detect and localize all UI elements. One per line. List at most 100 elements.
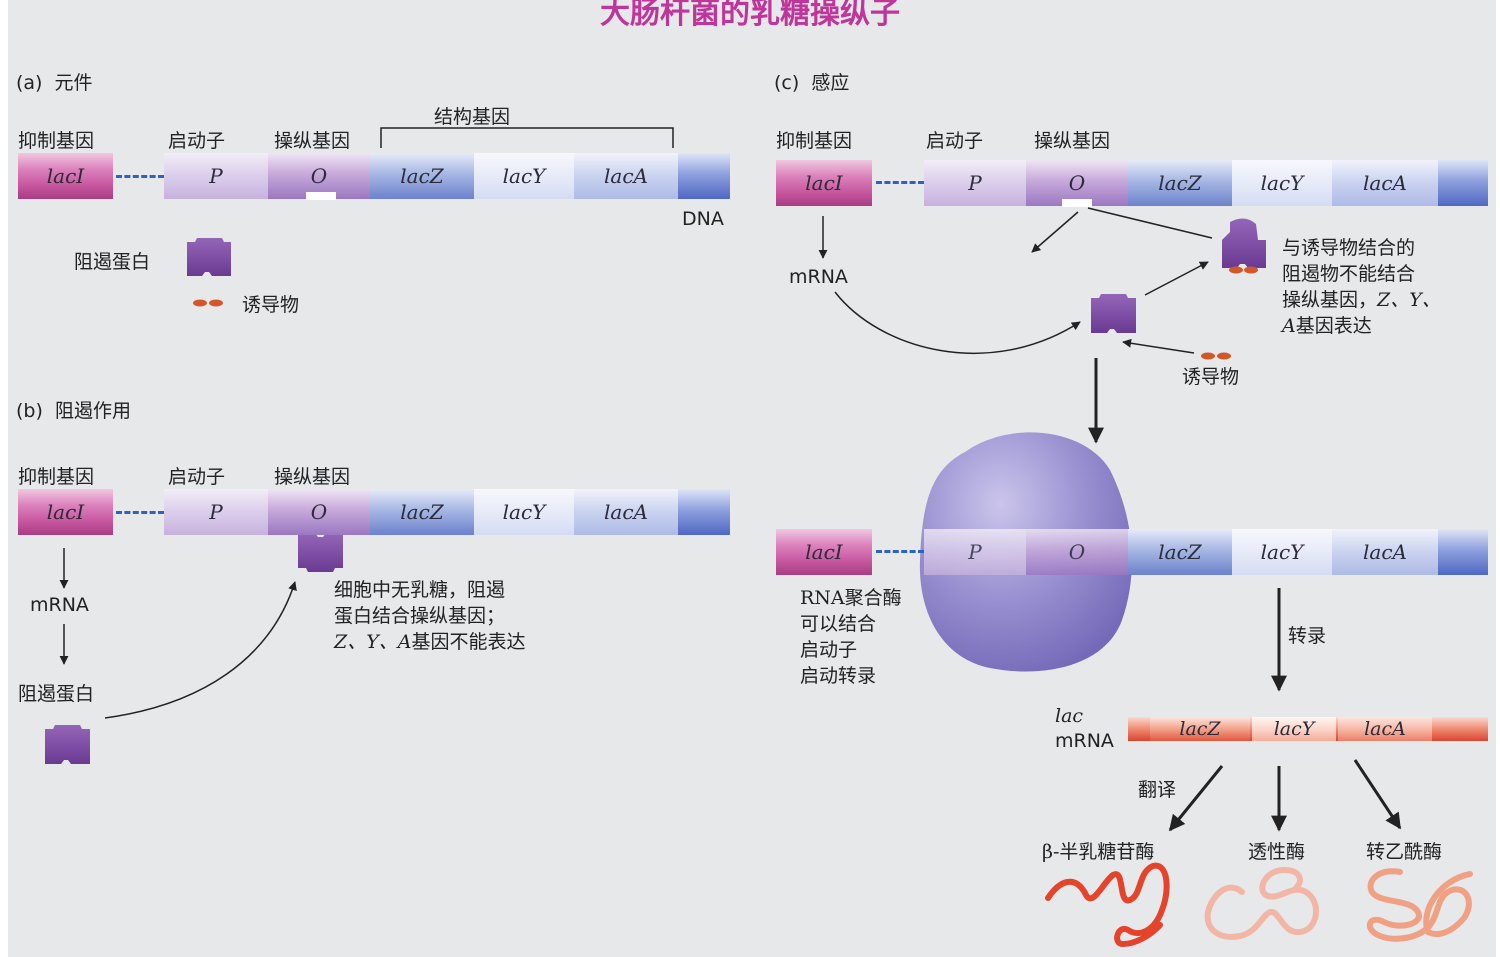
inducer-icon bbox=[1201, 352, 1231, 360]
gene-letters: Z、Y、A bbox=[334, 631, 412, 653]
repressor-protein-icon bbox=[1091, 294, 1136, 333]
gene-lacy: lacY bbox=[474, 153, 574, 199]
repressor-gene-label: 抑制基因 bbox=[18, 466, 95, 488]
complex-note: 与诱导物结合的 阻遏物不能结合 操纵基因，Z、Y、 A基因表达 bbox=[1282, 235, 1441, 339]
gene-lacy: lacY bbox=[1232, 160, 1332, 206]
panel-c-label: (c) bbox=[774, 72, 800, 94]
repressor-gene-label: 抑制基因 bbox=[18, 130, 95, 152]
mrna-lacz: lacZ bbox=[1150, 717, 1250, 741]
dna-end bbox=[678, 153, 730, 199]
complex-note-line-1: 与诱导物结合的 bbox=[1282, 237, 1416, 259]
inducer-label: 诱导物 bbox=[242, 294, 300, 316]
lac-mrna-label-line-2: mRNA bbox=[1055, 730, 1114, 752]
dna-gap-dashes bbox=[116, 511, 164, 514]
gene-lacz: lacZ bbox=[1128, 529, 1232, 575]
diagram-title: 大肠杆菌的乳糖操纵子 bbox=[600, 0, 900, 31]
transcription-label: 转录 bbox=[1288, 625, 1327, 647]
complex-note-text: 基因表达 bbox=[1295, 315, 1372, 337]
arrow-repressor-to-complex bbox=[1144, 261, 1209, 296]
panel-c-heading: (c) 感应 bbox=[774, 68, 849, 95]
dna-gap-dashes bbox=[876, 181, 924, 184]
repression-note: 细胞中无乳糖，阻遏 蛋白结合操纵基因； Z、Y、A基因不能表达 bbox=[334, 577, 525, 655]
dna-gap-dashes bbox=[876, 550, 924, 553]
repressor-gene-label: 抑制基因 bbox=[776, 130, 853, 152]
dna-end bbox=[678, 489, 730, 535]
arrow-operator-blocked bbox=[1031, 211, 1079, 253]
repressor-protein-label: 阻遏蛋白 bbox=[18, 683, 95, 705]
repressor-inducer-complex-icon bbox=[1222, 218, 1266, 274]
repressor-protein-label: 阻遏蛋白 bbox=[74, 251, 151, 273]
arrow-mrna-to-repressor-c bbox=[834, 291, 1081, 355]
enzyme-galactosidase-shape bbox=[1045, 862, 1170, 947]
dna-end bbox=[1438, 529, 1488, 575]
operator-label: 操纵基因 bbox=[274, 130, 351, 152]
gene-lacy: lacY bbox=[1232, 529, 1332, 575]
promoter-label: 启动子 bbox=[926, 130, 984, 152]
repression-note-line-2: 蛋白结合操纵基因； bbox=[334, 605, 506, 627]
repressor-protein-icon bbox=[187, 238, 231, 276]
mrna-lacy: lacY bbox=[1252, 717, 1336, 741]
gene-laca: lacA bbox=[1332, 160, 1438, 206]
gene-laci: lacI bbox=[18, 153, 113, 199]
promoter-label: 启动子 bbox=[168, 130, 226, 152]
arrow-inducer-to-repressor bbox=[1122, 338, 1195, 354]
panel-b-label: (b) bbox=[16, 400, 43, 422]
complex-note-line-3: 操纵基因，Z、Y、 bbox=[1282, 287, 1441, 313]
rna-polymerase-note-line-3: 启动子 bbox=[800, 639, 858, 661]
operator-binding-site bbox=[1062, 199, 1092, 207]
rna-polymerase-note-line-1: RNA聚合酶 bbox=[800, 587, 902, 609]
panel-a-label: (a) bbox=[16, 72, 43, 94]
gene-promoter: P bbox=[924, 529, 1026, 575]
gene-laci: lacI bbox=[776, 160, 872, 206]
gene-promoter: P bbox=[164, 489, 268, 535]
arrow-complex-to-operator bbox=[1087, 207, 1213, 239]
inducer-icon bbox=[193, 299, 223, 307]
enzyme-permease-label: 透性酶 bbox=[1248, 841, 1306, 863]
rna-polymerase-note-line-4: 启动转录 bbox=[800, 665, 877, 687]
dna-gap-dashes bbox=[116, 175, 164, 178]
gene-laca: lacA bbox=[574, 153, 678, 199]
gene-operator: O bbox=[1026, 529, 1128, 575]
gene-laca: lacA bbox=[1332, 529, 1438, 575]
gene-laci: lacI bbox=[776, 529, 872, 575]
bound-repressor-icon bbox=[298, 533, 343, 572]
arrow-translation-1 bbox=[1168, 765, 1224, 832]
complex-note-line-2: 阻遏物不能结合 bbox=[1282, 263, 1416, 285]
arrow-repressor-to-operator-b bbox=[104, 581, 297, 719]
enzyme-permease-shape bbox=[1204, 867, 1319, 940]
dna-label: DNA bbox=[682, 208, 724, 230]
gene-letters: Z、Y、 bbox=[1377, 289, 1441, 311]
gene-promoter: P bbox=[924, 160, 1026, 206]
gene-laca: lacA bbox=[574, 489, 678, 535]
panel-a-heading: (a) 元件 bbox=[16, 68, 93, 95]
inducer-label: 诱导物 bbox=[1182, 366, 1240, 388]
gene-lacz: lacZ bbox=[370, 153, 474, 199]
enzyme-transacetylase-shape bbox=[1367, 868, 1473, 942]
promoter-label: 启动子 bbox=[168, 466, 226, 488]
structural-genes-bracket bbox=[380, 127, 674, 148]
repression-note-line-3: Z、Y、A基因不能表达 bbox=[334, 629, 525, 655]
arrow-translation-3 bbox=[1353, 759, 1402, 830]
panel-b-heading: (b) 阻遏作用 bbox=[16, 396, 131, 423]
lac-mrna-label-line-1: lac bbox=[1055, 705, 1084, 727]
gene-operator: O bbox=[268, 153, 370, 199]
structural-genes-label: 结构基因 bbox=[434, 106, 511, 128]
panel-a-name: 元件 bbox=[54, 72, 93, 94]
complex-note-text: 操纵基因， bbox=[1282, 289, 1378, 311]
gene-operator: O bbox=[268, 489, 370, 535]
gene-lacz: lacZ bbox=[370, 489, 474, 535]
enzyme-galactosidase-label: β-半乳糖苷酶 bbox=[1042, 841, 1155, 863]
mrna-laca: lacA bbox=[1338, 717, 1432, 741]
panel-b-name: 阻遏作用 bbox=[54, 400, 131, 422]
operator-label: 操纵基因 bbox=[1034, 130, 1111, 152]
gene-promoter: P bbox=[164, 153, 268, 199]
repression-note-text: 基因不能表达 bbox=[411, 631, 526, 653]
gene-lacy: lacY bbox=[474, 489, 574, 535]
enzyme-transacetylase-label: 转乙酰酶 bbox=[1366, 841, 1443, 863]
dna-end bbox=[1438, 160, 1488, 206]
mrna-label: mRNA bbox=[30, 594, 89, 616]
operator-binding-site bbox=[306, 192, 336, 200]
gene-operator: O bbox=[1026, 160, 1128, 206]
rna-polymerase-note: RNA聚合酶 可以结合 启动子 启动转录 bbox=[800, 585, 902, 689]
repressor-protein-icon bbox=[45, 725, 90, 764]
